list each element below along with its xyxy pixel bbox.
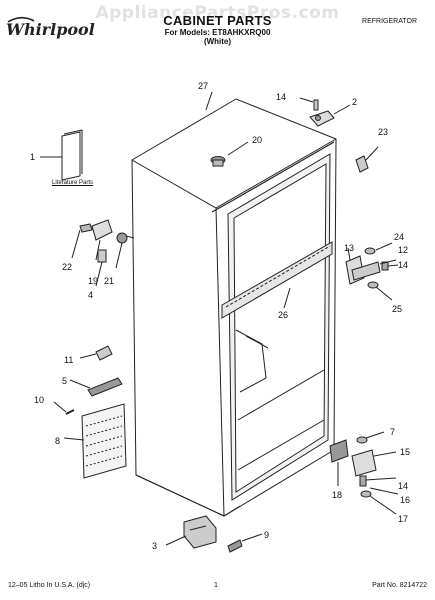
callout-1: 1 — [30, 152, 35, 162]
callout-23: 23 — [378, 127, 388, 137]
callout-21: 21 — [104, 276, 114, 286]
callout-11: 11 — [64, 355, 73, 365]
callout-15: 15 — [400, 447, 410, 457]
callout-8: 8 — [55, 436, 60, 446]
left-hinge-assembly — [71, 219, 135, 287]
top-hinge — [299, 97, 351, 127]
callout-13: 13 — [344, 243, 354, 253]
page-number: 1 — [214, 582, 218, 589]
models-line: For Models: ET8AHKXRQ00 — [164, 28, 271, 37]
callout-5: 5 — [62, 376, 67, 386]
page-title: CABINET PARTS — [163, 13, 272, 28]
center-hinge — [345, 242, 399, 301]
print-info: 12–05 Litho In U.S.A. (djc) — [8, 582, 91, 589]
callout-16: 16 — [400, 495, 410, 505]
callout-18: 18 — [332, 490, 342, 500]
rear-panel — [53, 401, 127, 479]
callout-27: 27 — [198, 81, 208, 91]
category-label: REFRIGERATOR — [362, 18, 417, 25]
callout-3: 3 — [152, 541, 157, 551]
callout-24: 24 — [394, 232, 404, 242]
callout-20: 20 — [252, 135, 262, 145]
callout-14-top: 14 — [276, 92, 286, 102]
callout-4: 4 — [88, 290, 93, 300]
callout-12: 12 — [398, 245, 408, 255]
callout-10: 10 — [34, 395, 44, 405]
callout-14-bottom: 14 — [398, 481, 408, 491]
top-plug — [210, 141, 249, 167]
trim-strip — [69, 377, 123, 397]
hinge-cap — [355, 146, 379, 173]
callout-2: 2 — [352, 97, 357, 107]
cabinet-pointer — [205, 91, 213, 111]
literature-booklet — [40, 129, 83, 181]
callout-9: 9 — [264, 530, 269, 540]
front-leveler — [165, 515, 263, 553]
callout-19: 19 — [88, 276, 98, 286]
logo-swoosh-icon — [7, 16, 35, 23]
brand-logo: Whirlpool — [6, 20, 95, 39]
color-line: (White) — [203, 37, 232, 46]
bottom-hinge — [329, 431, 399, 515]
literature-parts-label: Literature Parts — [52, 180, 94, 186]
part-number: Part No. 8214722 — [372, 582, 427, 589]
divider-rail — [283, 287, 291, 309]
callout-17: 17 — [398, 514, 408, 524]
watermark: AppliancePartsPros.com — [95, 3, 340, 23]
callout-22: 22 — [62, 262, 72, 272]
cabinet-body — [131, 98, 337, 517]
callout-26: 26 — [278, 310, 288, 320]
wire-clip — [79, 345, 113, 361]
callout-25: 25 — [392, 304, 402, 314]
callout-14-center: 14 — [398, 260, 408, 270]
callout-7: 7 — [390, 427, 395, 437]
